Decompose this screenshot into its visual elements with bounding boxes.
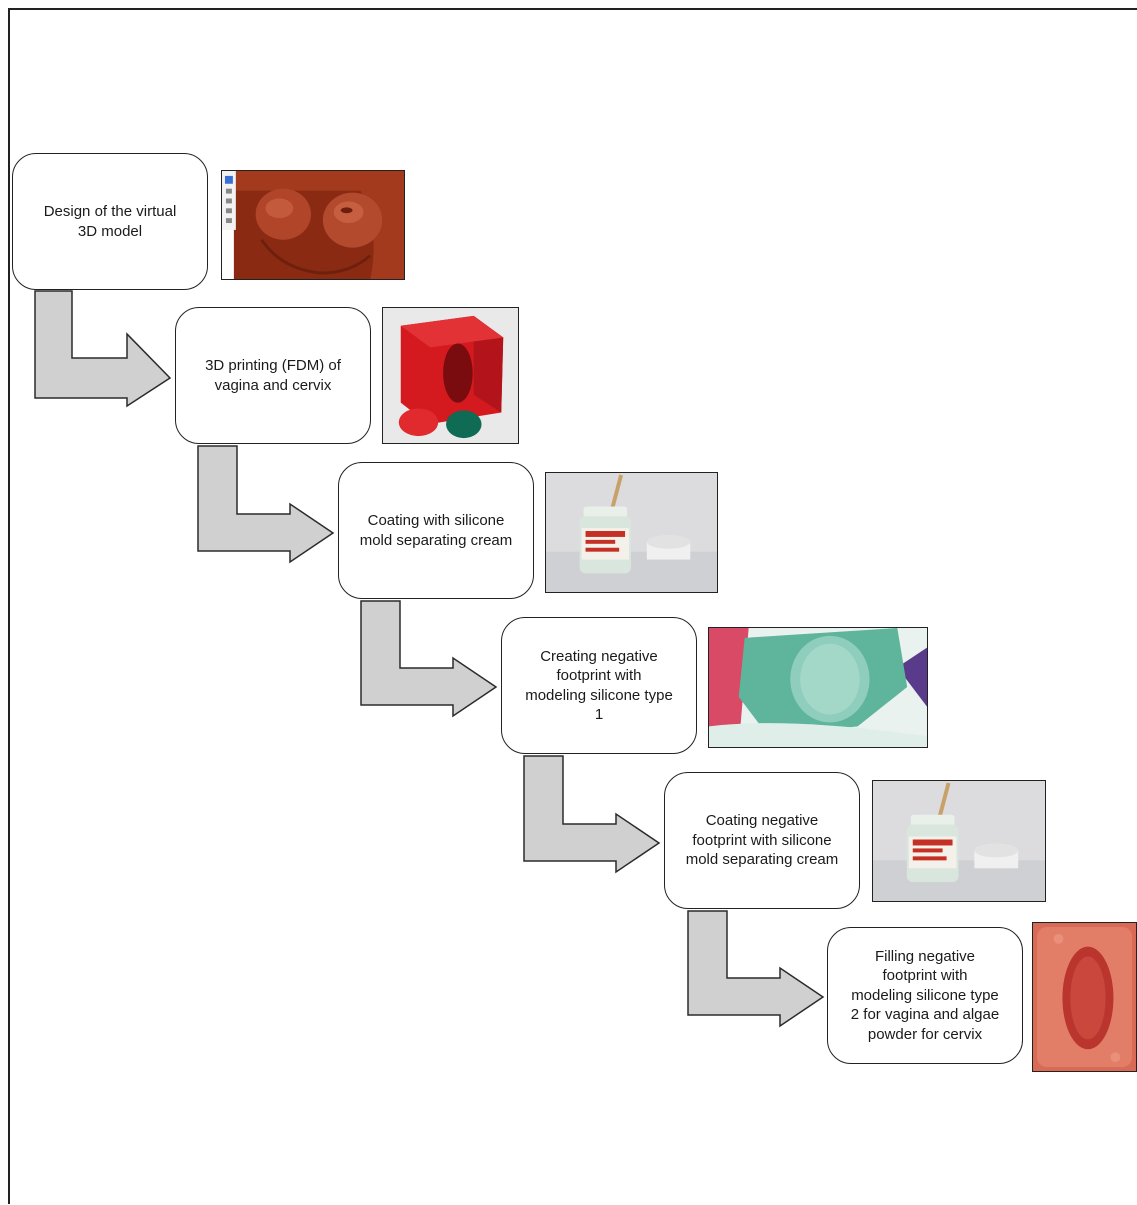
- printed-mold-icon: [382, 307, 519, 444]
- flow-arrow-4: [523, 755, 661, 874]
- step-box-3: Coating with silicone mold separating cr…: [338, 462, 534, 599]
- flow-arrow-2: [197, 445, 335, 564]
- step-label-2: 3D printing (FDM) of vagina and cervix: [205, 357, 341, 394]
- step-label-1: Design of the virtual 3D model: [43, 203, 177, 240]
- silicone-footprint-icon: [708, 627, 928, 748]
- flow-arrow-3: [360, 600, 498, 718]
- step-label-3: Coating with silicone mold separating cr…: [359, 512, 513, 549]
- filled-mold-icon: [1032, 922, 1137, 1072]
- step-box-1: Design of the virtual 3D model: [12, 153, 208, 290]
- 3d-model-render-icon: [221, 170, 405, 280]
- flow-arrow-1: [34, 290, 172, 408]
- cream-jar-icon: [872, 780, 1046, 902]
- step-box-5: Coating negative footprint with silicone…: [664, 772, 860, 909]
- step-box-2: 3D printing (FDM) of vagina and cervix: [175, 307, 371, 444]
- step-label-4: Creating negative footprint with modelin…: [525, 647, 673, 724]
- flow-arrow-5: [687, 910, 825, 1028]
- step-box-4: Creating negative footprint with modelin…: [501, 617, 697, 754]
- step-box-6: Filling negative footprint with modeling…: [827, 927, 1023, 1064]
- figure-frame: [8, 8, 1137, 1204]
- step-label-6: Filling negative footprint with modeling…: [850, 947, 1000, 1043]
- cream-jar-icon: [545, 472, 718, 593]
- step-label-5: Coating negative footprint with silicone…: [685, 812, 839, 869]
